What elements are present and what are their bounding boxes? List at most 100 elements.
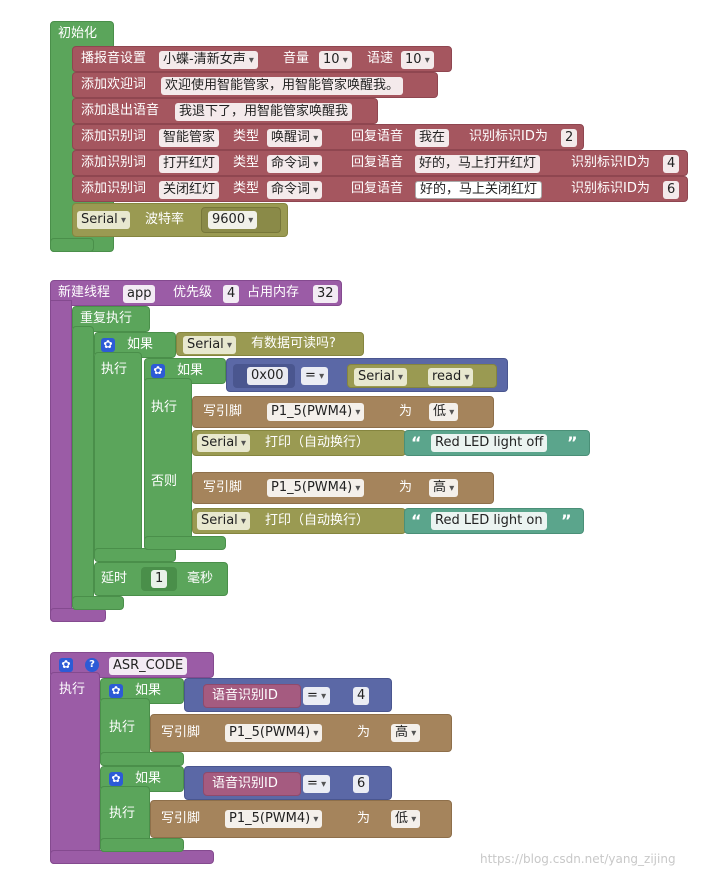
write-pin-high-asr-block[interactable]: 写引脚 P1_5(PWM4) 为 高 bbox=[150, 714, 452, 752]
id-field[interactable]: 6 bbox=[663, 181, 680, 199]
gear-icon[interactable]: ✿ bbox=[151, 364, 165, 378]
speed-dropdown[interactable]: 10 bbox=[401, 51, 434, 69]
print-on-block[interactable]: Serial 打印（自动换行） bbox=[192, 508, 406, 534]
welcome-text-field[interactable]: 欢迎使用智能管家，用智能管家唤醒我。 bbox=[161, 77, 404, 95]
level-dropdown[interactable]: 高 bbox=[391, 724, 421, 742]
serial-read-block[interactable]: Serial read bbox=[347, 364, 497, 388]
if-asr-2-bottom-bar bbox=[100, 838, 184, 852]
thread-name-field[interactable]: app bbox=[123, 285, 156, 303]
serial-available-block[interactable]: Serial 有数据可读吗? bbox=[176, 332, 364, 356]
serial-port-dropdown[interactable]: Serial bbox=[197, 434, 250, 452]
write-pin-label: 写引脚 bbox=[203, 480, 243, 495]
string-field[interactable]: Red LED light off bbox=[431, 434, 548, 452]
pin-dropdown[interactable]: P1_5(PWM4) bbox=[225, 724, 323, 742]
word-field[interactable]: 关闭红灯 bbox=[159, 181, 220, 199]
type-dropdown[interactable]: 命令词 bbox=[267, 155, 323, 173]
id-field[interactable]: 4 bbox=[353, 687, 370, 705]
if-label: 如果 bbox=[127, 337, 154, 352]
asr-id-block[interactable]: 语音识别ID bbox=[203, 684, 301, 708]
exit-text-field[interactable]: 我退下了，用智能管家唤醒我 bbox=[175, 103, 353, 121]
id-field[interactable]: 2 bbox=[561, 129, 578, 147]
string-field[interactable]: Red LED light on bbox=[431, 512, 547, 530]
thread-body bbox=[50, 300, 72, 622]
string-off-block[interactable]: “ Red LED light off ” bbox=[404, 430, 590, 456]
asr-id-label: 语音识别ID bbox=[212, 776, 278, 791]
read-dropdown[interactable]: read bbox=[428, 368, 474, 386]
write-pin-low-block[interactable]: 写引脚 P1_5(PWM4) 为 低 bbox=[192, 396, 494, 428]
reply-label: 回复语音 bbox=[351, 129, 404, 144]
serial-port-dropdown[interactable]: Serial bbox=[77, 211, 130, 229]
voice-dropdown[interactable]: 小蝶-清新女声 bbox=[159, 51, 258, 69]
compare-id-2-block[interactable]: 语音识别ID = 6 bbox=[184, 766, 392, 800]
gear-icon[interactable]: ✿ bbox=[109, 772, 123, 786]
write-pin-label: 写引脚 bbox=[161, 811, 201, 826]
compare-block[interactable]: 0x00 = Serial read bbox=[226, 358, 508, 392]
memory-label: 占用内存 bbox=[247, 285, 300, 300]
baud-label: 波特率 bbox=[145, 212, 185, 227]
asr-id-block[interactable]: 语音识别ID bbox=[203, 772, 301, 796]
level-dropdown[interactable]: 高 bbox=[429, 479, 459, 497]
help-icon[interactable]: ? bbox=[85, 658, 99, 672]
do-label: 执行 bbox=[101, 362, 128, 377]
gear-icon[interactable]: ✿ bbox=[109, 684, 123, 698]
reply-field[interactable]: 我在 bbox=[415, 129, 450, 147]
tts-block[interactable]: 播报音设置 小蝶-清新女声 音量 10 语速 10 bbox=[72, 46, 452, 72]
baud-dropdown[interactable]: 9600 bbox=[208, 211, 258, 229]
type-dropdown[interactable]: 唤醒词 bbox=[267, 129, 323, 147]
print-off-block[interactable]: Serial 打印（自动换行） bbox=[192, 430, 406, 456]
reply-field[interactable]: 好的，马上打开红灯 bbox=[415, 155, 541, 173]
id-field[interactable]: 6 bbox=[353, 775, 370, 793]
word-block-3[interactable]: 添加识别词 关闭红灯 类型 命令词 回复语音 好的，马上关闭红灯 识别标识ID为… bbox=[72, 176, 688, 202]
welcome-block[interactable]: 添加欢迎词 欢迎使用智能管家，用智能管家唤醒我。 bbox=[72, 72, 438, 98]
reply-field[interactable]: 好的，马上关闭红灯 bbox=[415, 181, 543, 199]
compare-id-1-block[interactable]: 语音识别ID = 4 bbox=[184, 678, 392, 712]
if-read-bottom-bar bbox=[144, 536, 226, 550]
priority-field[interactable]: 4 bbox=[223, 285, 240, 303]
operator-dropdown[interactable]: = bbox=[303, 687, 331, 705]
word-block-1[interactable]: 添加识别词 智能管家 类型 唤醒词 回复语音 我在 识别标识ID为 2 bbox=[72, 124, 584, 150]
do-label: 执行 bbox=[59, 682, 86, 697]
asr-name-field[interactable]: ASR_CODE bbox=[109, 657, 188, 675]
write-pin-label: 写引脚 bbox=[161, 725, 201, 740]
id-label: 识别标识ID为 bbox=[571, 155, 650, 170]
word-field[interactable]: 打开红灯 bbox=[159, 155, 220, 173]
type-dropdown[interactable]: 命令词 bbox=[267, 181, 323, 199]
level-dropdown[interactable]: 低 bbox=[429, 403, 459, 421]
exit-block[interactable]: 添加退出语音 我退下了，用智能管家唤醒我 bbox=[72, 98, 378, 124]
as-label: 为 bbox=[399, 404, 413, 419]
pin-dropdown[interactable]: P1_5(PWM4) bbox=[225, 810, 323, 828]
if-label: 如果 bbox=[135, 683, 162, 698]
delay-block[interactable]: 延时 1 毫秒 bbox=[94, 562, 228, 596]
gear-icon[interactable]: ✿ bbox=[101, 338, 115, 352]
memory-field[interactable]: 32 bbox=[313, 285, 338, 303]
thread-block[interactable]: 新建线程 app 优先级 4 占用内存 32 bbox=[50, 280, 342, 306]
write-pin-high-block[interactable]: 写引脚 P1_5(PWM4) 为 高 bbox=[192, 472, 494, 504]
thread-bottom-bar bbox=[50, 608, 106, 622]
pin-dropdown[interactable]: P1_5(PWM4) bbox=[267, 479, 365, 497]
serial-begin-block[interactable]: Serial 波特率 9600 bbox=[72, 203, 288, 237]
hex-field[interactable]: 0x00 bbox=[247, 367, 288, 385]
operator-dropdown[interactable]: = bbox=[301, 367, 329, 385]
write-pin-low-asr-block[interactable]: 写引脚 P1_5(PWM4) 为 低 bbox=[150, 800, 452, 838]
delay-field[interactable]: 1 bbox=[151, 570, 168, 588]
word-block-2[interactable]: 添加识别词 打开红灯 类型 命令词 回复语音 好的，马上打开红灯 识别标识ID为… bbox=[72, 150, 688, 176]
word-field[interactable]: 智能管家 bbox=[159, 129, 220, 147]
operator-dropdown[interactable]: = bbox=[303, 775, 331, 793]
level-dropdown[interactable]: 低 bbox=[391, 810, 421, 828]
write-pin-label: 写引脚 bbox=[203, 404, 243, 419]
volume-dropdown[interactable]: 10 bbox=[319, 51, 352, 69]
speed-label: 语速 bbox=[367, 51, 394, 66]
welcome-label: 添加欢迎词 bbox=[81, 77, 147, 92]
string-on-block[interactable]: “ Red LED light on ” bbox=[404, 508, 584, 534]
serial-port-dropdown[interactable]: Serial bbox=[197, 512, 250, 530]
gear-icon[interactable]: ✿ bbox=[59, 658, 73, 672]
tts-label: 播报音设置 bbox=[81, 51, 147, 66]
pin-dropdown[interactable]: P1_5(PWM4) bbox=[267, 403, 365, 421]
id-label: 识别标识ID为 bbox=[571, 181, 650, 196]
id-field[interactable]: 4 bbox=[663, 155, 680, 173]
reply-label: 回复语音 bbox=[351, 155, 404, 170]
asr-body: 执行 bbox=[50, 672, 100, 864]
asr-bottom-bar bbox=[50, 850, 214, 864]
serial-port-dropdown[interactable]: Serial bbox=[354, 368, 407, 386]
serial-port-dropdown[interactable]: Serial bbox=[183, 336, 236, 354]
